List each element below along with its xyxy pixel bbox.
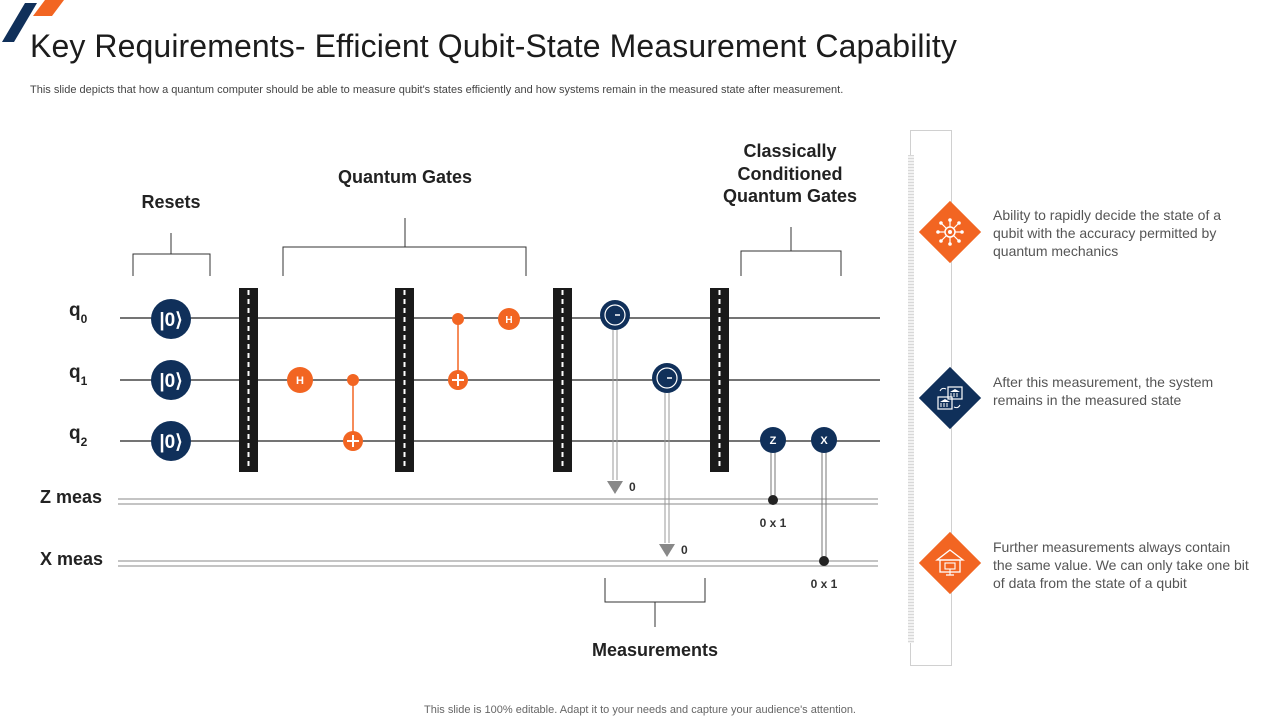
measure-result-q1: 0: [681, 543, 688, 557]
svg-text:|0⟩: |0⟩: [159, 371, 182, 392]
qubit-label-q0: q0: [69, 300, 88, 326]
feature-item-2: After this measurement, the system remai…: [918, 366, 1280, 448]
svg-text:|0⟩: |0⟩: [159, 310, 182, 331]
corner-decoration: [2, 0, 64, 42]
measure-gate-q0: [600, 300, 630, 494]
feature-text-2: After this measurement, the system remai…: [993, 374, 1214, 408]
svg-text:H: H: [296, 375, 304, 387]
barrier-3: [553, 288, 572, 472]
network-icon: [936, 218, 964, 246]
page-subtitle: This slide depicts that how a quantum co…: [30, 84, 844, 96]
barrier-2: [395, 288, 414, 472]
cnot-q1-q2: [343, 374, 363, 451]
bracket-quantum-gates: [282, 218, 527, 276]
measure-gate-q1: [652, 363, 682, 557]
condition-label-z: 0 x 1: [760, 516, 787, 530]
feature-item-1: Ability to rapidly decide the state of a…: [918, 200, 1280, 282]
classical-label-x: X meas: [40, 549, 103, 569]
classical-wire-z: [118, 498, 878, 505]
qubit-label-q1: q1: [69, 362, 88, 388]
bracket-resets: [132, 233, 211, 276]
quantum-circuit-diagram: q0 q1 q2 Z meas X meas Resets Quantum Ga…: [40, 141, 880, 660]
condition-label-x: 0 x 1: [811, 577, 838, 591]
h-gate-q0: H: [498, 308, 520, 330]
reset-gate-q2: |0⟩: [151, 421, 191, 461]
group-label-measurements: Measurements: [592, 640, 718, 660]
svg-text:H: H: [505, 315, 512, 326]
group-label-classical-1: Classically: [743, 141, 836, 161]
classical-label-z: Z meas: [40, 487, 102, 507]
feature-panel-strip: [908, 155, 914, 643]
measure-result-q0: 0: [629, 480, 636, 494]
feature-text-1: Ability to rapidly decide the state of a…: [993, 207, 1222, 259]
conditional-z-gate: Z: [760, 427, 786, 505]
institution-icon: [937, 386, 963, 410]
bracket-classical: [740, 227, 842, 276]
feature-text-3: Further measurements always contain the …: [993, 539, 1249, 591]
cnot-q0-q1: [448, 313, 468, 390]
bracket-measurements: [604, 578, 706, 627]
group-label-classical-2: Conditioned: [738, 164, 843, 184]
group-label-resets: Resets: [141, 192, 200, 212]
group-label-classical-3: Quantum Gates: [723, 186, 857, 206]
footer-note: This slide is 100% editable. Adapt it to…: [424, 704, 856, 716]
classical-wire-x: [118, 560, 878, 567]
home-monitor-icon: [935, 549, 965, 576]
svg-text:|0⟩: |0⟩: [159, 432, 182, 453]
barrier-1: [239, 288, 258, 472]
reset-gate-q0: |0⟩: [151, 299, 191, 339]
qubit-label-q2: q2: [69, 423, 88, 449]
page-title: Key Requirements- Efficient Qubit-State …: [30, 28, 957, 64]
svg-text:X: X: [820, 435, 828, 447]
h-gate-q1: H: [287, 367, 313, 393]
feature-item-3: Further measurements always contain the …: [918, 531, 1280, 613]
conditional-x-gate: X: [811, 427, 837, 566]
barrier-4: [710, 288, 729, 472]
svg-text:Z: Z: [770, 435, 777, 447]
group-label-quantum-gates: Quantum Gates: [338, 167, 472, 187]
reset-gate-q1: |0⟩: [151, 360, 191, 400]
